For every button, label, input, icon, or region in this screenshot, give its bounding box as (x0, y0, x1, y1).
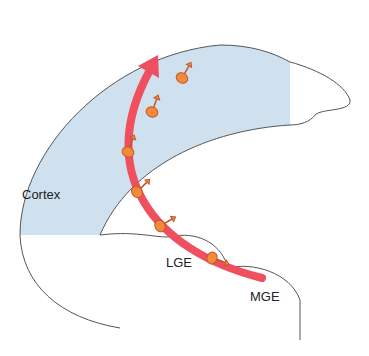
neurons (121, 59, 231, 269)
neuron (129, 175, 154, 200)
region-label: Cortex (22, 188, 60, 201)
neuron (121, 133, 140, 159)
region-label: LGE (166, 256, 192, 269)
migration-arrow (128, 70, 262, 278)
neuron (205, 251, 231, 270)
hemisphere-outline (20, 45, 350, 340)
region-label: MGE (250, 290, 280, 303)
neuron (153, 212, 179, 234)
outer-outline (20, 235, 120, 328)
band-edge (20, 235, 100, 236)
neuron (174, 59, 196, 85)
neuron (145, 93, 164, 119)
arrow-head (138, 55, 159, 78)
cortex-band (20, 45, 290, 235)
